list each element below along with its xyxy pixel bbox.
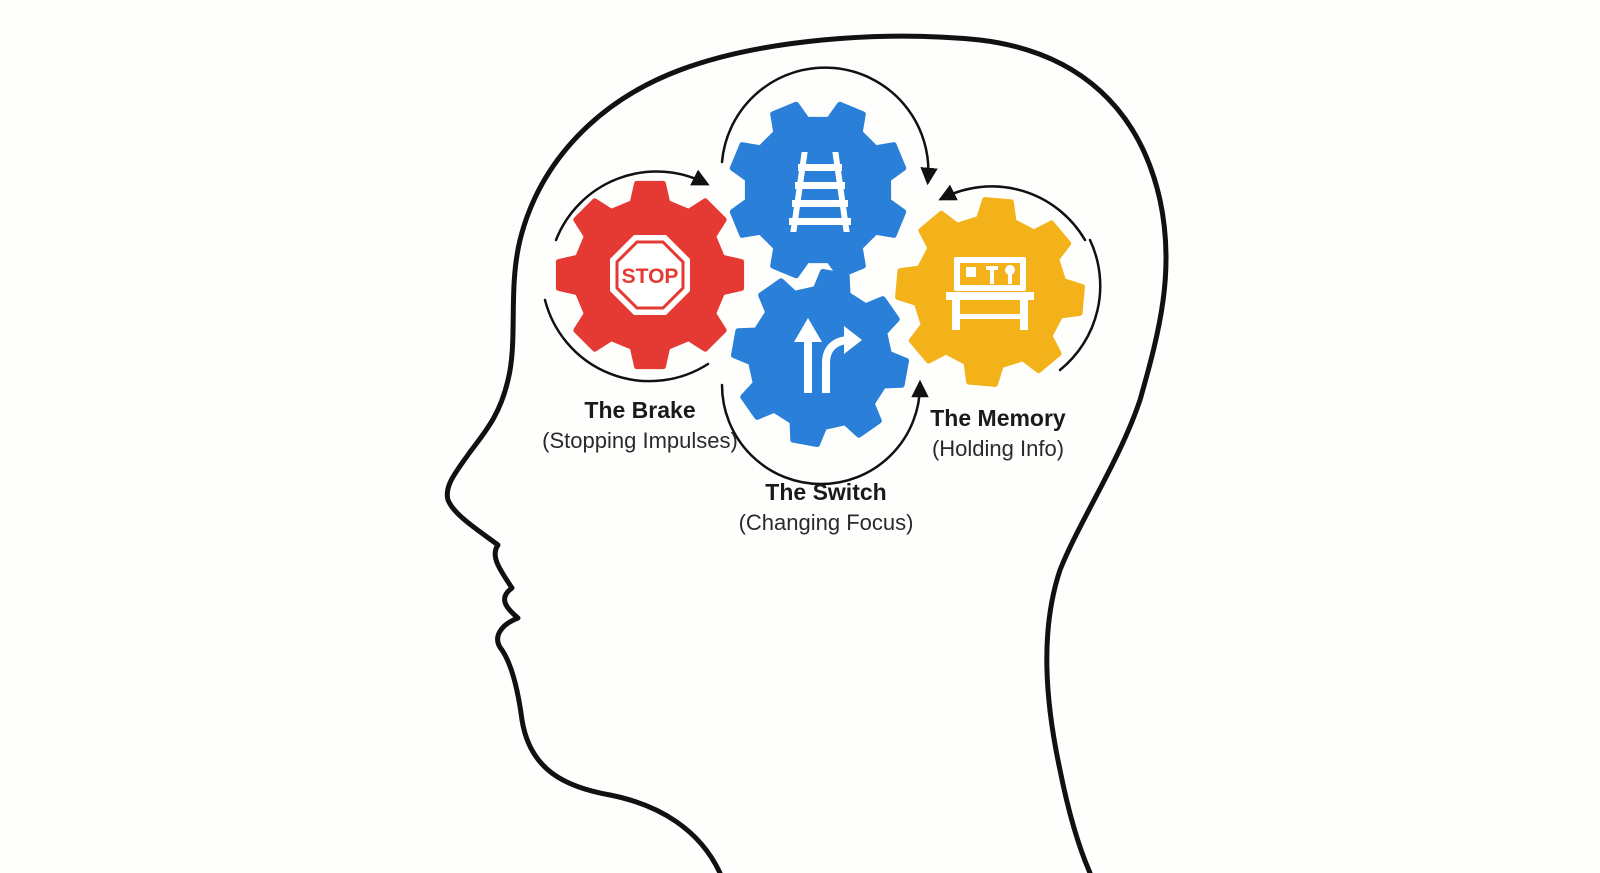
orbit-arrow-rail-top — [720, 66, 938, 186]
gear-switch-body — [731, 269, 909, 447]
label-memory-subtitle: (Holding Info) — [932, 436, 1064, 461]
turn-arrow-icon — [794, 318, 862, 393]
label-brake-subtitle: (Stopping Impulses) — [542, 428, 738, 453]
orbit-arrows — [543, 66, 1102, 486]
label-switch-subtitle: (Changing Focus) — [739, 510, 914, 535]
label-brake: The Brake (Stopping Impulses) — [542, 397, 738, 453]
label-switch: The Switch (Changing Focus) — [739, 479, 914, 535]
gears-layer — [555, 101, 1085, 447]
label-switch-title: The Switch — [765, 479, 886, 505]
label-brake-title: The Brake — [584, 397, 695, 423]
stop-sign-icon: STOP — [610, 235, 690, 315]
orbit-arrow-brake-bottom — [543, 298, 710, 383]
orbit-arrow-memory-top — [938, 184, 1087, 242]
gear-railroad — [729, 101, 907, 279]
railroad-track-icon — [789, 152, 851, 232]
orbit-arrow-switch-bottom — [720, 379, 929, 486]
gear-railroad-body — [729, 101, 907, 279]
orbit-arrow-memory-right — [1058, 238, 1102, 372]
gear-switch — [731, 269, 909, 447]
workbench-icon — [946, 257, 1034, 330]
orbit-arrow-brake-top — [554, 169, 710, 242]
head-silhouette — [444, 33, 1169, 873]
stop-sign-text: STOP — [622, 265, 679, 288]
label-memory-title: The Memory — [930, 405, 1066, 431]
label-memory: The Memory (Holding Info) — [930, 405, 1066, 461]
